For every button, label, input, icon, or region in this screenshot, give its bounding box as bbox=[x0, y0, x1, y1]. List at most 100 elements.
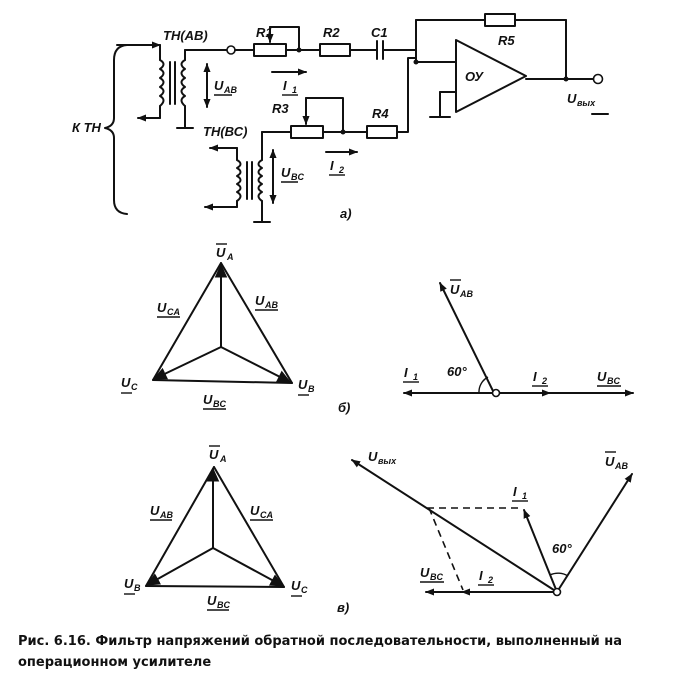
diagram-b-triangle: U A U C U B U CA U AB U BC б) bbox=[121, 243, 350, 415]
svg-text:2: 2 bbox=[338, 165, 344, 175]
u-out-label: U вых bbox=[567, 91, 596, 108]
svg-text:U: U bbox=[281, 165, 291, 180]
svg-text:2: 2 bbox=[487, 575, 493, 585]
tri-v-label-ubc: U BC bbox=[207, 593, 230, 611]
svg-text:U: U bbox=[124, 576, 134, 591]
label-v: в) bbox=[337, 600, 349, 615]
svg-text:U: U bbox=[450, 282, 460, 297]
vec-v-origin bbox=[552, 587, 562, 597]
svg-text:U: U bbox=[121, 375, 131, 390]
svg-text:I: I bbox=[283, 78, 287, 93]
vec-v-dash-left bbox=[428, 507, 464, 591]
svg-text:U: U bbox=[597, 369, 607, 384]
output-terminal bbox=[592, 73, 604, 85]
svg-text:I: I bbox=[330, 158, 334, 173]
vec-b-uab bbox=[439, 282, 495, 394]
svg-text:BC: BC bbox=[291, 172, 304, 182]
svg-text:1: 1 bbox=[522, 491, 527, 501]
op-amp bbox=[455, 39, 527, 113]
svg-text:U: U bbox=[214, 78, 224, 93]
vec-v-i1 bbox=[523, 509, 558, 593]
svg-text:вых: вых bbox=[378, 456, 397, 466]
uab-voltage-label: U AB bbox=[214, 78, 237, 96]
caption-line-2: операционном усилителе bbox=[18, 655, 211, 670]
vec-b-label-i2: I 2 bbox=[532, 369, 548, 387]
svg-text:U: U bbox=[150, 503, 160, 518]
tri-b-label-ubc: U BC bbox=[203, 392, 226, 410]
c1-label: C1 bbox=[371, 25, 388, 40]
op-amp-label: ОУ bbox=[465, 69, 484, 84]
vec-v-label-i1: I 1 bbox=[512, 484, 528, 502]
tri-b-label-ua: U A bbox=[216, 243, 234, 262]
vec-b-angle-label: 60° bbox=[447, 364, 467, 379]
tri-v-side-ab bbox=[145, 466, 215, 587]
kth-label: К ТН bbox=[72, 120, 102, 135]
svg-text:вых: вых bbox=[577, 98, 596, 108]
svg-text:BC: BC bbox=[217, 600, 230, 610]
svg-text:CA: CA bbox=[167, 307, 180, 317]
svg-text:U: U bbox=[567, 91, 577, 106]
tn-ab-label: ТН(АВ) bbox=[163, 28, 208, 43]
svg-text:1: 1 bbox=[413, 372, 418, 382]
svg-text:C: C bbox=[301, 585, 308, 595]
svg-text:BC: BC bbox=[213, 399, 226, 409]
kth-brace bbox=[104, 44, 128, 215]
vec-v-uab bbox=[556, 473, 633, 593]
svg-text:U: U bbox=[157, 300, 167, 315]
svg-text:A: A bbox=[219, 454, 227, 464]
r3-label: R3 bbox=[272, 101, 289, 116]
i2-current-label: I 2 bbox=[329, 158, 345, 176]
svg-text:B: B bbox=[308, 384, 315, 394]
svg-text:I: I bbox=[479, 568, 483, 583]
label-a: а) bbox=[340, 206, 352, 221]
vec-v-uout bbox=[351, 459, 558, 593]
svg-text:AB: AB bbox=[459, 289, 473, 299]
svg-text:U: U bbox=[209, 447, 219, 462]
svg-text:I: I bbox=[404, 365, 408, 380]
vec-v-label-uout: U вых bbox=[368, 449, 397, 466]
svg-text:U: U bbox=[203, 392, 213, 407]
wire-r4-node bbox=[396, 57, 417, 133]
svg-text:U: U bbox=[250, 503, 260, 518]
r1-label: R1 bbox=[256, 25, 273, 40]
vec-b-angle-arc bbox=[478, 376, 489, 394]
tri-v-label-uc: U C bbox=[291, 578, 308, 597]
tri-v-phasor-b bbox=[145, 547, 214, 586]
svg-text:AB: AB bbox=[223, 85, 237, 95]
tri-v-phasor-c bbox=[212, 547, 285, 587]
terminal-ab bbox=[226, 45, 236, 55]
r2-label: R2 bbox=[323, 25, 340, 40]
vec-v-label-uab: U AB bbox=[605, 451, 628, 471]
r4-label: R4 bbox=[372, 106, 389, 121]
svg-text:2: 2 bbox=[541, 376, 547, 386]
svg-text:U: U bbox=[368, 449, 378, 464]
r1-resistor bbox=[253, 43, 287, 57]
vec-b-label-uab: U AB bbox=[450, 279, 473, 299]
tri-b-label-ub: U B bbox=[298, 377, 315, 396]
tri-b-side-ac bbox=[152, 262, 222, 381]
svg-text:U: U bbox=[420, 565, 430, 580]
r3-resistor bbox=[290, 125, 324, 139]
svg-text:I: I bbox=[513, 484, 517, 499]
vec-v-angle-label: 60° bbox=[552, 541, 572, 556]
tn-bc-transformer bbox=[236, 159, 263, 202]
tri-v-label-uca: U CA bbox=[250, 503, 273, 521]
vec-b-label-ubc: U BC bbox=[597, 369, 621, 387]
svg-text:AB: AB bbox=[264, 300, 278, 310]
out-node bbox=[563, 76, 569, 82]
tri-v-label-ub: U B bbox=[124, 576, 141, 595]
ubc-voltage-label: U BC bbox=[281, 165, 304, 183]
tn-bc-label: ТН(ВС) bbox=[203, 124, 247, 139]
tri-v-side-ac bbox=[213, 466, 285, 588]
i1-current-label: I 1 bbox=[282, 78, 298, 96]
tri-b-label-uab: U AB bbox=[255, 293, 278, 311]
svg-text:U: U bbox=[605, 454, 615, 469]
tri-b-phasor-b bbox=[220, 346, 292, 383]
diagram-v-vectors: 60° U вых U AB I 1 U BC I 2 bbox=[351, 449, 633, 597]
vec-v-label-i2: I 2 bbox=[478, 568, 494, 586]
tri-v-label-uab: U AB bbox=[150, 503, 173, 521]
r5-label: R5 bbox=[498, 33, 515, 48]
schematic: К ТН ТН(АВ) U AB R1 bbox=[72, 13, 609, 223]
